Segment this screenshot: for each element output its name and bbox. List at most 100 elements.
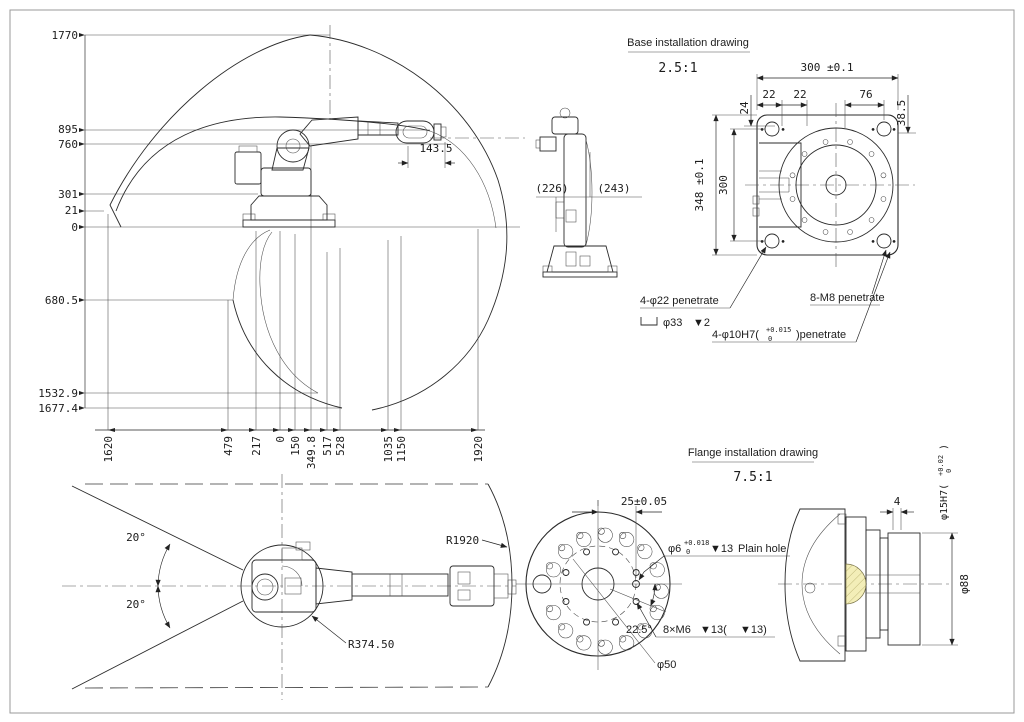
flange-disc — [887, 532, 921, 646]
dim-143-5: 143.5 — [419, 142, 452, 155]
robot-top-figure — [251, 541, 517, 613]
profile-attach-2 — [565, 209, 577, 223]
side-view: 1770 895 760 301 21 0 680.5 1532.9 1677.… — [38, 25, 525, 469]
note-d6-leader — [638, 555, 665, 581]
note-10h7-b: )penetrate — [796, 329, 846, 341]
sheet-frame — [9, 9, 1015, 714]
robot-wrist — [395, 120, 435, 144]
keyway-highlight — [845, 563, 867, 605]
robot-base-foot-right — [322, 213, 336, 221]
dim-349: 349.8 — [305, 436, 318, 469]
dim-479: 479 — [222, 436, 235, 456]
base-bolt-ring — [789, 139, 887, 235]
dim4-extensions — [892, 508, 902, 530]
envelope-lower-inner — [259, 231, 319, 394]
robot-forearm — [357, 120, 399, 136]
bracket-lug-1 — [752, 195, 760, 205]
envelope-inner-dome — [115, 116, 431, 212]
note-d6-tol-top: +0.018 — [684, 539, 709, 547]
flange-dowel-hole — [632, 580, 640, 588]
extension-lines — [107, 146, 479, 430]
robot-base-body — [250, 195, 328, 221]
flange-m6-holes — [562, 548, 640, 626]
dim300-extensions — [756, 74, 899, 110]
base-center-hole — [825, 174, 847, 196]
radius-1920-leader — [481, 539, 508, 548]
base-title: Base installation drawing — [627, 37, 749, 49]
envelope-right-arc — [487, 483, 513, 688]
dim-22a: 22 — [762, 88, 775, 101]
base-hatched-boss — [795, 144, 877, 226]
profile-base-detail-1 — [565, 251, 577, 267]
top-arm — [351, 573, 449, 597]
robot-base-foot-left — [242, 213, 256, 221]
dim-1620: 1620 — [102, 436, 115, 463]
profile-motor — [539, 136, 557, 152]
envelope-outer-right — [309, 34, 508, 411]
robot-flange — [433, 123, 442, 141]
dim348-extensions — [712, 114, 757, 256]
note-cbore-dia: φ33 — [663, 317, 682, 329]
flange-center-hole — [581, 567, 615, 601]
envelope-lower-outer — [232, 299, 343, 409]
base-big-circle — [778, 127, 894, 243]
robot-base-plate — [242, 219, 336, 228]
flange-bolt-circle — [559, 545, 637, 623]
profile-motor-cap — [535, 139, 541, 149]
dim-76: 76 — [859, 88, 872, 101]
dim-15h7-group: φ15H7( +0.02 0 ) — [937, 444, 953, 520]
note-m6-depth: ▼13( — [700, 624, 727, 636]
dim-217: 217 — [250, 436, 263, 456]
base-left-bracket — [752, 142, 802, 228]
dim22-extensions — [781, 100, 885, 128]
corner-hole-tl — [764, 121, 780, 137]
profile-base-plate — [542, 271, 618, 278]
wrist-casting — [784, 508, 846, 662]
horizontal-axis-ticks — [108, 428, 478, 432]
dim-50-label: φ50 — [657, 659, 676, 671]
note-d6-b: Plain hole — [738, 543, 786, 555]
dim-4: 4 — [894, 495, 901, 508]
dim-528: 528 — [334, 436, 347, 456]
center-bore-lines — [866, 574, 920, 594]
base-scale: 2.5:1 — [658, 61, 697, 76]
flange-plain-hole-9oclock — [532, 574, 552, 594]
dim-1532: 1532.9 — [38, 387, 78, 400]
note-10h7-a: 4-φ10H7( — [712, 329, 759, 341]
top-protrusion-1 — [281, 547, 303, 561]
wedge-edge-top — [71, 485, 244, 571]
dim-15h7-tol-top: +0.02 — [937, 455, 945, 476]
dim-15h7-a: φ15H7( — [939, 484, 950, 520]
flange-section-view: 4 φ15H7( +0.02 0 ) φ88 — [778, 444, 971, 662]
top-base-arc — [281, 565, 303, 587]
envelope-outer-left — [109, 34, 311, 228]
dim-1035: 1035 — [382, 436, 395, 463]
note-d6-depth: ▼13 — [710, 543, 733, 555]
flange-scale: 7.5:1 — [733, 470, 772, 485]
bracket-lug-2 — [752, 207, 760, 217]
flange-title: Flange installation drawing — [688, 447, 818, 459]
note-cbore-depth: ▼2 — [693, 317, 710, 329]
dim-1150: 1150 — [395, 436, 408, 463]
note-4xd22-leader — [729, 246, 767, 309]
envelope-inner-right — [429, 130, 497, 229]
base-installation-drawing: Base installation drawing 2.5:1 — [627, 37, 916, 343]
dim-15h7-b: ) — [939, 444, 950, 450]
dim25-extensions — [597, 500, 637, 578]
dim-50-leader — [572, 558, 656, 664]
dim-226: (226) — [535, 182, 568, 195]
note-m6-a: 8×M6 — [663, 624, 691, 636]
vertical-axis-ticks — [79, 33, 85, 410]
corner-hole-br — [876, 233, 892, 249]
angle-label: 22.5° — [626, 624, 652, 636]
note-4xd22: 4-φ22 penetrate — [640, 295, 719, 307]
note-d6-tol-bot: 0 — [686, 548, 690, 556]
profile-body-bulge — [585, 139, 593, 246]
note-10h7-tol-top: +0.015 — [766, 326, 791, 334]
radius-1920-label: R1920 — [446, 534, 479, 547]
wedge-edge-bottom — [71, 600, 244, 690]
profile-base-detail-2 — [579, 255, 591, 267]
angle-arc-bottom — [155, 585, 171, 629]
wrist-dimension: 143.5 — [398, 142, 455, 168]
